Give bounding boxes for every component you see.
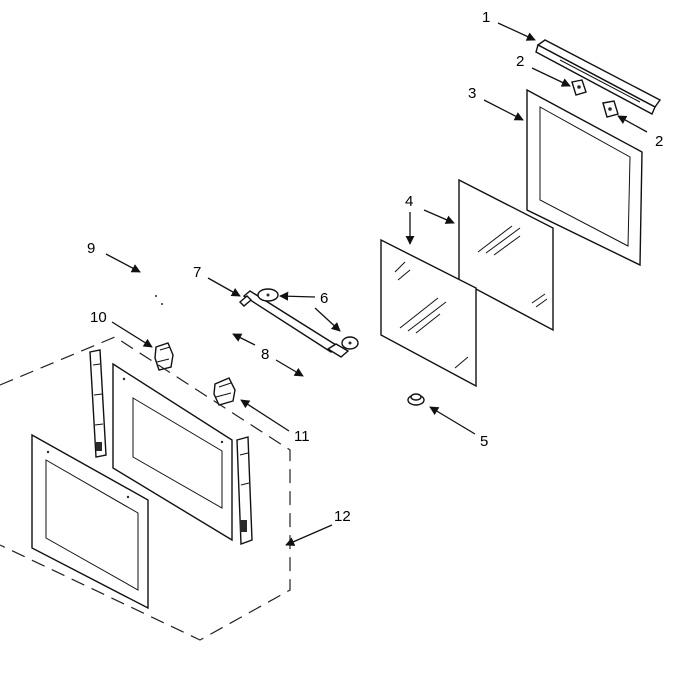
part-4-glass-panel-front [380,238,477,388]
part-5-door-bumper [407,393,425,406]
callout-4: 4 [405,193,413,210]
part-10-hinge-receptacle [154,342,174,371]
part-1-vent-trim [535,39,662,115]
part-4-glass-panel-rear [458,178,554,332]
callout-6: 6 [320,290,328,307]
callout-10: 10 [90,309,107,326]
part-3-inner-frame [526,88,643,267]
callout-11: 11 [294,428,310,445]
callout-9: 9 [87,240,95,257]
leader-lines [105,22,648,546]
callout-labels: 1 2 2 3 4 5 6 7 8 9 10 11 12 [87,9,663,525]
callout-5: 5 [480,433,488,450]
callout-1: 1 [482,9,490,26]
callout-8: 8 [261,346,269,363]
callout-7: 7 [193,264,201,281]
callout-2-top: 2 [516,53,524,70]
part-2-bracket-left [571,79,587,96]
part-2-bracket-right [602,100,619,118]
part-11-hinge-receptacle [213,377,236,406]
part-7-door-handle [238,290,350,358]
part-12-door-assembly [0,336,291,641]
callout-12: 12 [334,508,351,525]
part-6-handle-caps [257,288,359,350]
callout-2-right: 2 [655,133,663,150]
callout-3: 3 [468,85,476,102]
